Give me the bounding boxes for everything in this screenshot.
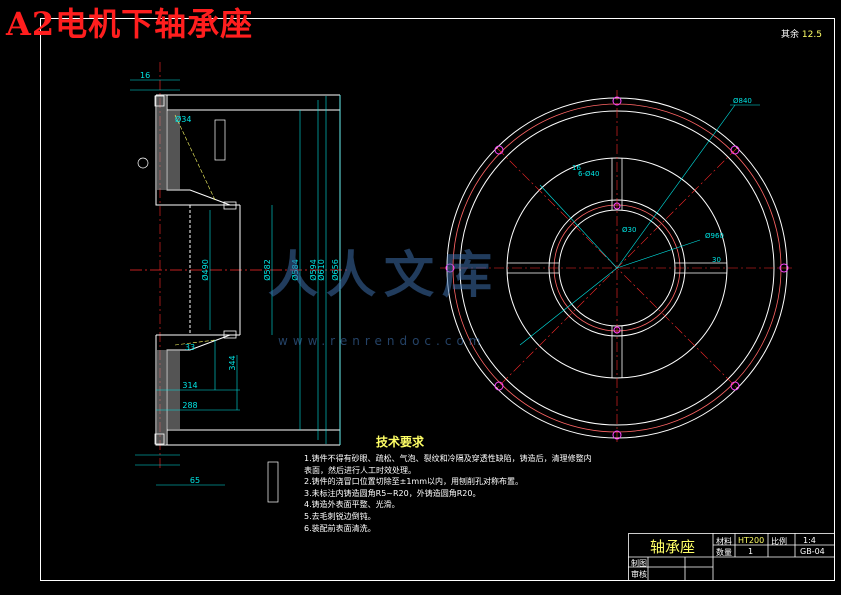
dim-label: 288	[182, 401, 197, 410]
drawn-label: 制图	[631, 559, 647, 568]
dim-label: Ø960	[705, 232, 724, 240]
dim-label: Ø584	[290, 259, 300, 281]
checked-label: 审核	[631, 570, 647, 579]
dim-label: 16	[572, 164, 581, 172]
roughness-prefix: 其余	[781, 30, 800, 40]
tech-note-item: 3.未标注内铸造圆角R5~R20，外铸造圆角R20。	[304, 488, 481, 498]
dim-label: Ø594	[308, 259, 318, 281]
scale-value: 1:4	[803, 536, 816, 545]
dim-label: Ø34	[175, 114, 191, 124]
watermark-text: 人人文库	[268, 245, 500, 304]
dim-label: Ø490	[200, 259, 210, 281]
tech-notes-list: 1.铸件不得有砂眼、疏松、气泡、裂纹和冷隔及穿透性缺陷，铸造后，清理修整内表面，…	[304, 453, 594, 534]
tech-note-item: 1.铸件不得有砂眼、疏松、气泡、裂纹和冷隔及穿透性缺陷，铸造后，清理修整内表面，…	[304, 454, 592, 475]
drawing-number: GB-04	[800, 547, 825, 556]
material-label: 材料	[716, 537, 732, 546]
tech-notes-heading: 技术要求	[376, 435, 425, 449]
page-title: A2电机下轴承座	[6, 5, 254, 43]
qty-label: 数量	[716, 548, 732, 557]
tech-note-item: 6.装配前表面清洗。	[304, 523, 376, 533]
tech-note-item: 5.去毛刺锐边倒钝。	[304, 511, 376, 521]
surface-roughness-note: 其余 12.5	[781, 27, 822, 40]
tech-note-item: 4.铸造外表面平整、光滑。	[304, 500, 400, 510]
dim-label: 33	[185, 343, 195, 352]
dim-label: Ø840	[733, 97, 752, 105]
dim-label: 30	[712, 256, 721, 264]
dim-label: 344	[228, 355, 237, 370]
watermark-url: www.renrendoc.com	[278, 334, 486, 348]
scale-label: 比例	[771, 537, 787, 546]
title-block-grid	[628, 533, 835, 581]
dim-label: 6-Ø40	[578, 170, 599, 178]
plan-view: Ø840 Ø960 16 6-Ø40 Ø30 30	[440, 90, 795, 445]
dim-label: 65	[190, 476, 200, 485]
roughness-value: 12.5	[801, 30, 822, 40]
dim-label: 314	[182, 381, 197, 390]
dim-label: Ø610	[316, 259, 326, 281]
dim-label: Ø582	[262, 259, 272, 281]
drawing-frame	[40, 18, 835, 581]
dim-label: Ø656	[330, 259, 340, 281]
tech-note-item: 2.铸件的浇冒口位置切除至±1mm以内，用刨削孔对称布置。	[304, 477, 524, 487]
qty-value: 1	[748, 547, 754, 556]
material-value: HT200	[738, 536, 765, 545]
dim-label: Ø30	[622, 226, 636, 234]
part-name: 轴承座	[650, 538, 696, 556]
section-view: Ø490 Ø582 Ø584 Ø594 Ø610 Ø656 344 314 28…	[130, 62, 350, 503]
dim-label: 16	[140, 71, 150, 80]
